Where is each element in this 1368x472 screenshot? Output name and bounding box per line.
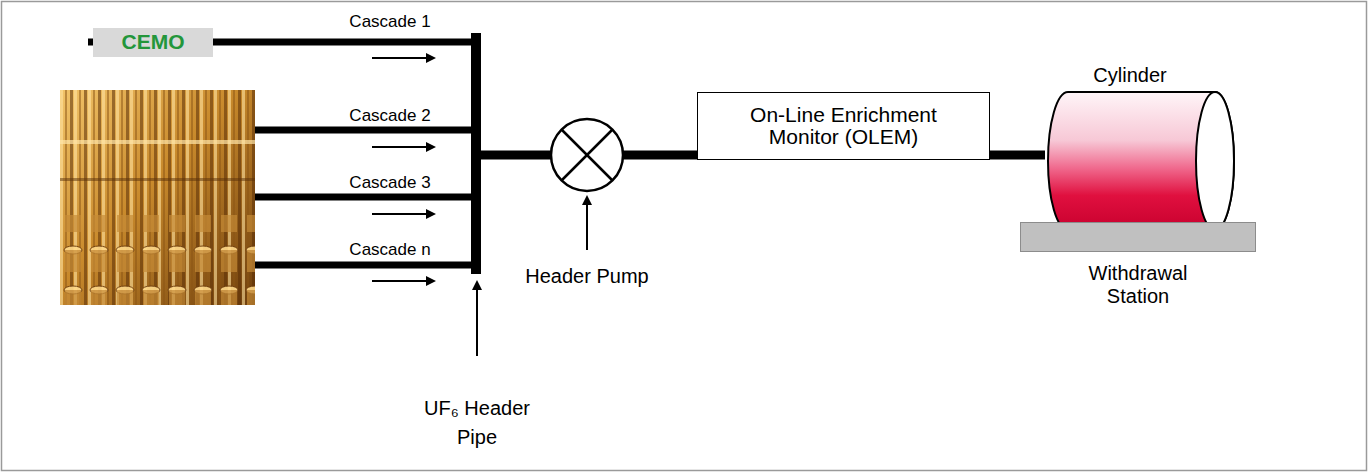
cylinder-node: Cylinder [1045,62,1215,232]
cascade-label: Cascade 2 [330,104,450,129]
cascade-pipe [88,42,476,265]
station-platform [1020,222,1256,252]
withdrawal-station: Withdrawal Station [1020,222,1256,308]
centrifuge-photo [60,90,255,305]
monitor-box: CEMO [93,28,213,57]
cylinder-symbol [1048,92,1234,230]
cascade-label: Cascade n [330,238,450,263]
header-pipe-label: UF₆ Header Pipe [407,394,547,452]
monitor-name: On-Line Enrichment Monitor (OLEM) [741,104,946,148]
station-label: Withdrawal Station [1073,262,1203,308]
monitor-box: On-Line Enrichment Monitor (OLEM) [697,92,990,160]
cascade-label: Cascade 3 [330,171,450,196]
monitor-name: CEMO [122,30,185,54]
pump-label: Header Pump [507,262,667,291]
process-pipe [990,151,1045,160]
cascade-label: Cascade 1 [330,10,450,35]
cylinder-label: Cylinder [1045,64,1215,87]
pump-symbol [551,119,623,191]
